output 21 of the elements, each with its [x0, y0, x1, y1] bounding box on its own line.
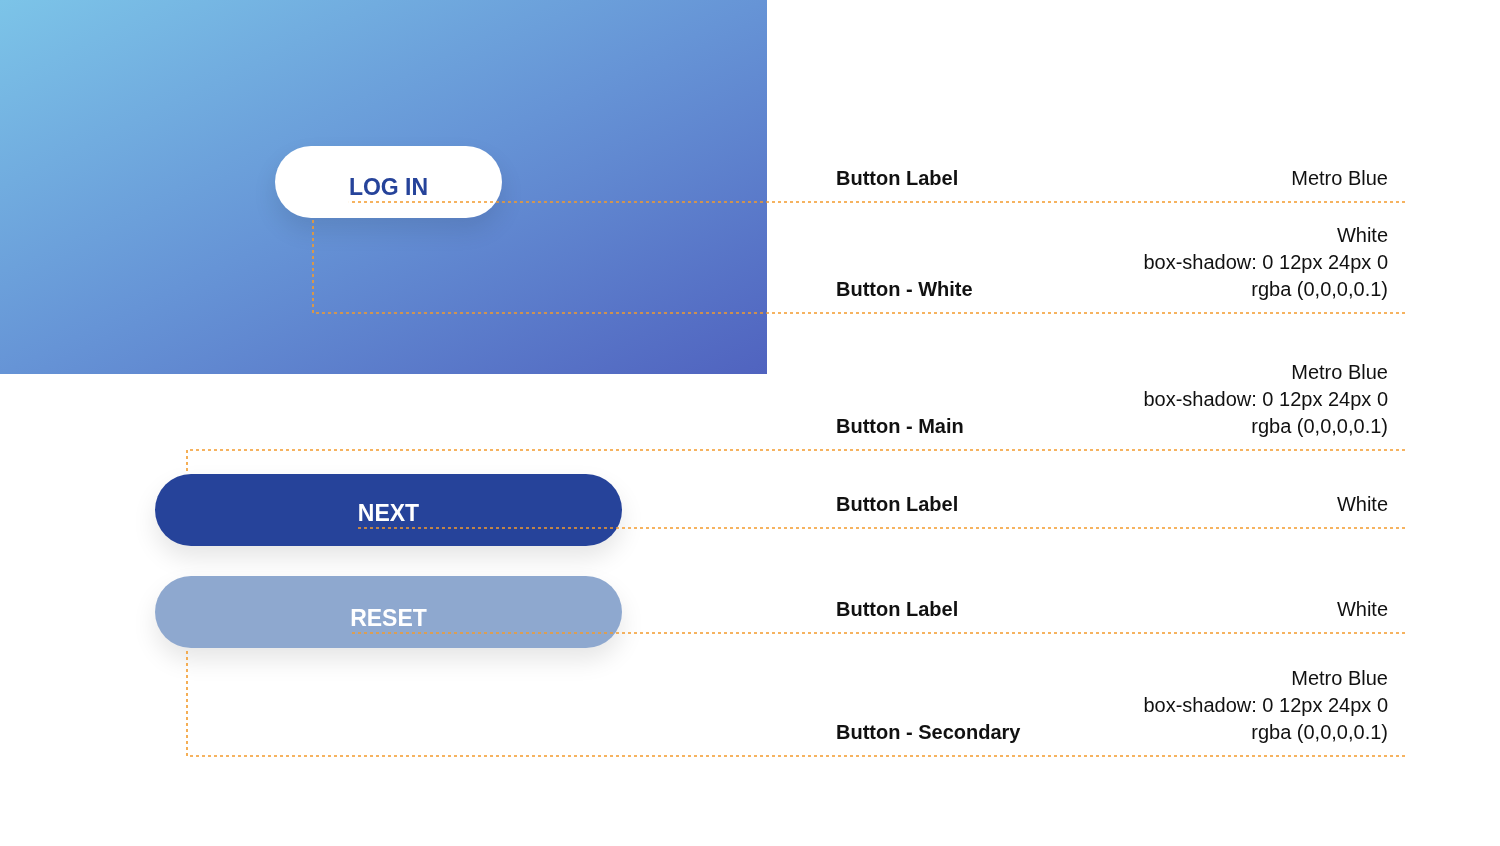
spec-value: Metro Blue — [1291, 360, 1388, 385]
spec-value: White — [1336, 597, 1388, 622]
leader-line — [312, 217, 1406, 314]
spec-value: White — [1336, 492, 1388, 517]
spec-value: White — [1336, 223, 1388, 248]
button-label: RESET — [350, 604, 427, 632]
spec-value: box-shadow: 0 12px 24px 0 rgba (0,0,0,0.1) — [1142, 250, 1388, 302]
button-label: NEXT — [357, 499, 420, 527]
leader-line — [357, 527, 1406, 529]
spec-title: Button Label — [836, 166, 959, 191]
spec-value: Metro Blue — [1291, 666, 1388, 691]
spec-title: Button Label — [836, 492, 959, 517]
spec-title: Button - Main — [836, 414, 964, 439]
button-label: LOG IN — [348, 173, 429, 201]
leader-line — [349, 632, 1406, 634]
spec-value: box-shadow: 0 12px 24px 0 rgba (0,0,0,0.1) — [1142, 693, 1388, 745]
spec-title: Button Label — [836, 597, 959, 622]
spec-title: Button - White — [836, 277, 973, 302]
spec-title: Button - Secondary — [836, 720, 1021, 745]
spec-value: box-shadow: 0 12px 24px 0 rgba (0,0,0,0.1) — [1142, 387, 1388, 439]
spec-value: Metro Blue — [1291, 166, 1388, 191]
